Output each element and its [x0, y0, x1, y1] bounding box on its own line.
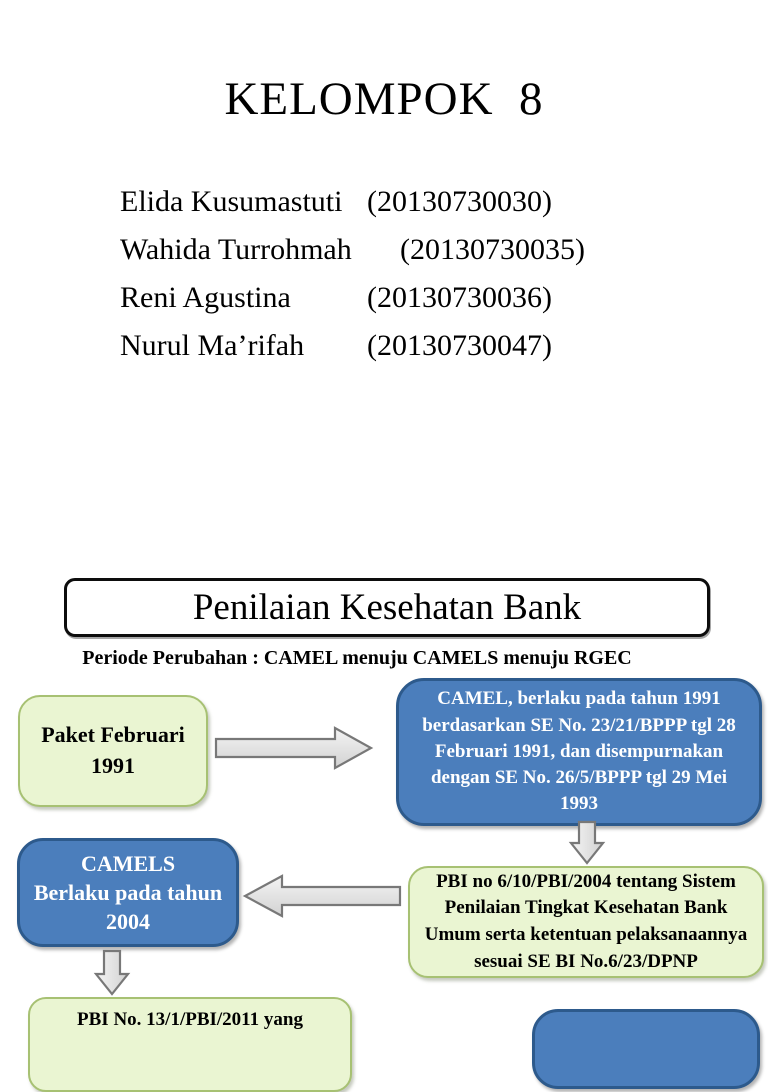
box-camels-2004: CAMELS Berlaku pada tahun 2004	[17, 838, 239, 947]
member-row: Reni Agustina (20130730036)	[120, 274, 700, 322]
box-camel-1991: CAMEL, berlaku pada tahun 1991 berdasark…	[396, 678, 762, 826]
page-title: KELOMPOK 8	[224, 73, 544, 125]
box-rgec-partial	[532, 1009, 760, 1089]
member-list: Elida Kusumastuti (20130730030) Wahida T…	[120, 178, 700, 370]
box-paket-februari-1991: Paket Februari 1991	[18, 695, 208, 807]
slide-penilaian-kesehatan-bank: Penilaian Kesehatan Bank Periode Perubah…	[0, 512, 768, 1092]
member-row: Nurul Ma’rifah (20130730047)	[120, 322, 700, 370]
box-pbi-2004: PBI no 6/10/PBI/2004 tentang Sistem Peni…	[408, 866, 764, 978]
member-row: Elida Kusumastuti (20130730030)	[120, 178, 700, 226]
camels-line: Berlaku pada tahun	[33, 879, 223, 905]
camels-line: CAMELS	[80, 850, 176, 876]
section-title-box: Penilaian Kesehatan Bank	[64, 578, 710, 637]
slide-kelompok-8: KELOMPOK 8 Elida Kusumastuti (2013073003…	[0, 0, 768, 512]
arrow-left-icon	[242, 874, 402, 918]
member-name: Reni Agustina	[120, 281, 291, 314]
member-nim: (20130730036)	[367, 281, 552, 314]
member-nim: (20130730035)	[400, 233, 585, 266]
arrow-right-icon	[214, 726, 374, 770]
member-nim: (20130730047)	[367, 329, 552, 362]
member-name: Nurul Ma’rifah	[120, 329, 305, 362]
box-pbi-2011: PBI No. 13/1/PBI/2011 yang	[28, 997, 352, 1092]
arrow-down-icon	[93, 949, 131, 996]
member-row: Wahida Turrohmah (20130730035)	[120, 226, 700, 274]
box-pbi-2011-label: PBI No. 13/1/PBI/2011 yang	[77, 1009, 303, 1030]
arrow-down-icon	[568, 820, 606, 865]
period-subtitle: Periode Perubahan : CAMEL menuju CAMELS …	[82, 647, 632, 669]
member-nim: (20130730030)	[367, 185, 552, 218]
camels-line: 2004	[106, 909, 150, 935]
section-title: Penilaian Kesehatan Bank	[192, 587, 582, 628]
box-paket-label: Paket Februari 1991	[41, 722, 185, 778]
member-name: Wahida Turrohmah	[120, 233, 352, 266]
member-name: Elida Kusumastuti	[120, 185, 343, 218]
